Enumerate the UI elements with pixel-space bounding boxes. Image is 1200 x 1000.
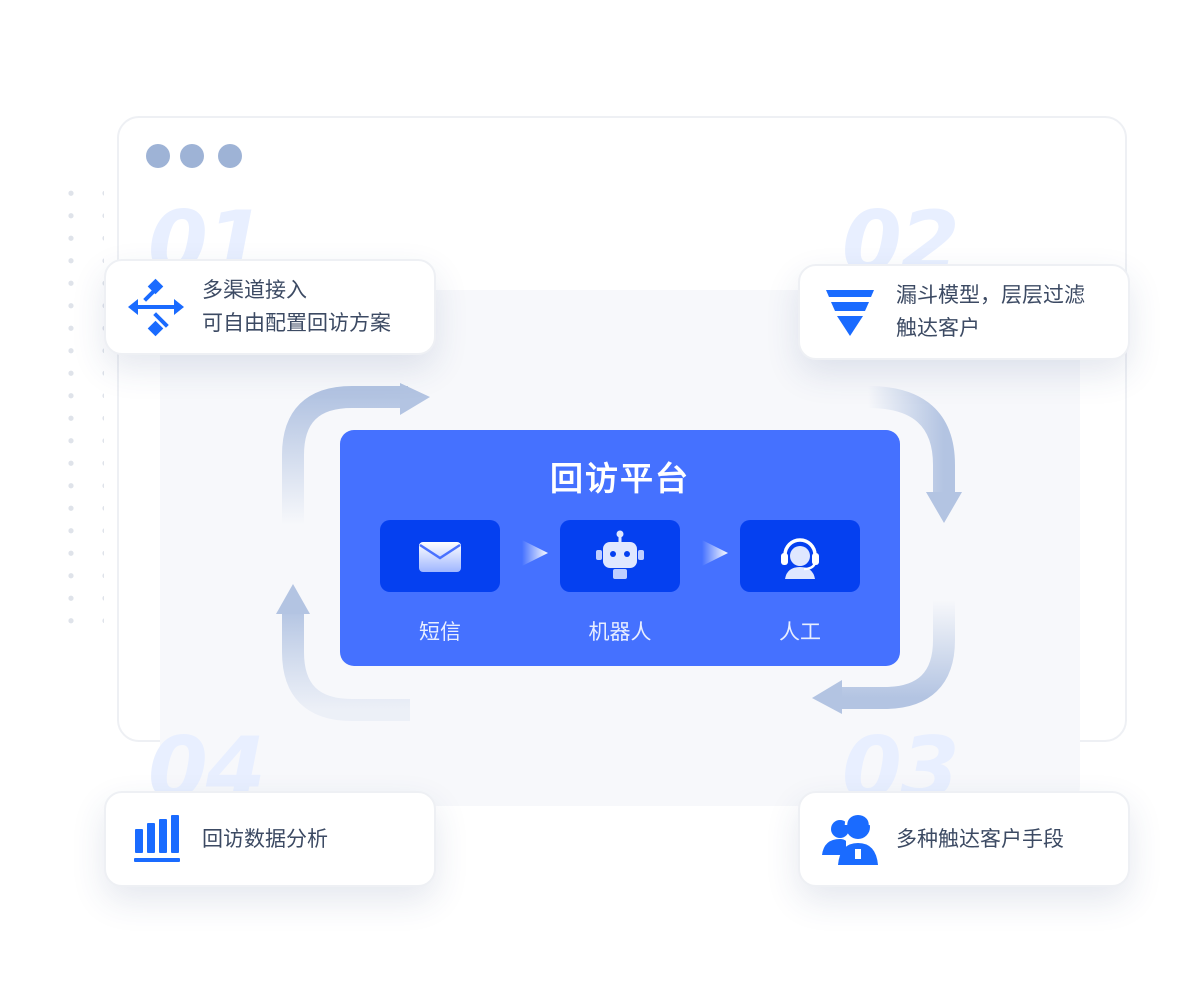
multi-channel-icon	[128, 278, 184, 337]
flow-arrow-icon	[522, 540, 548, 566]
headset-agent-icon	[781, 538, 819, 579]
cycle-arrow-top-left	[282, 386, 408, 525]
flow-arrow-icon	[702, 540, 728, 566]
window-dot	[218, 144, 242, 168]
step-card-01-line2: 可自由配置回访方案	[202, 311, 391, 335]
decorative-dot-grid	[54, 182, 104, 634]
bar-chart-icon	[134, 815, 180, 862]
step-card-02-line2: 触达客户	[896, 316, 980, 340]
step-card-04: 回访数据分析	[104, 791, 436, 887]
step-card-01: 多渠道接入 可自由配置回访方案	[104, 259, 436, 355]
window-dot	[146, 144, 170, 168]
step-card-03-text: 多种触达客户手段	[896, 823, 1064, 856]
step-card-02-line1: 漏斗模型，层层过滤	[896, 283, 1085, 307]
arrowhead-right	[400, 383, 430, 415]
step-card-01-text: 多渠道接入 可自由配置回访方案	[202, 274, 391, 340]
arrowhead-up	[276, 584, 310, 614]
step-card-02-text: 漏斗模型，层层过滤 触达客户	[896, 279, 1085, 345]
customer-service-icon	[822, 811, 878, 865]
step-card-04-text: 回访数据分析	[202, 823, 328, 856]
envelope-icon	[419, 542, 461, 572]
channel-label-sms: 短信	[419, 620, 461, 644]
window-dot	[180, 144, 204, 168]
funnel-icon	[826, 290, 874, 336]
step-card-03: 多种触达客户手段	[798, 791, 1130, 887]
channel-tile-sms	[380, 520, 500, 592]
step-card-02: 漏斗模型，层层过滤 触达客户	[798, 264, 1130, 360]
step-card-04-line1: 回访数据分析	[202, 826, 328, 851]
robot-icon	[596, 530, 644, 579]
arrowhead-left	[812, 680, 842, 714]
step-card-01-line1: 多渠道接入	[202, 278, 307, 302]
channel-tile-human	[740, 520, 860, 592]
cycle-arrow-bottom-right	[835, 600, 955, 709]
channel-tile-robot	[560, 520, 680, 592]
channel-label-human: 人工	[779, 620, 821, 644]
platform-panel: 回访平台	[340, 430, 900, 666]
channel-label-robot: 机器人	[588, 620, 652, 644]
cycle-arrow-bottom-left	[282, 610, 410, 721]
step-card-03-line1: 多种触达客户手段	[896, 826, 1064, 851]
cycle-arrow-top-right	[867, 386, 955, 500]
arrowhead-down	[926, 492, 962, 523]
platform-title: 回访平台	[550, 459, 690, 498]
